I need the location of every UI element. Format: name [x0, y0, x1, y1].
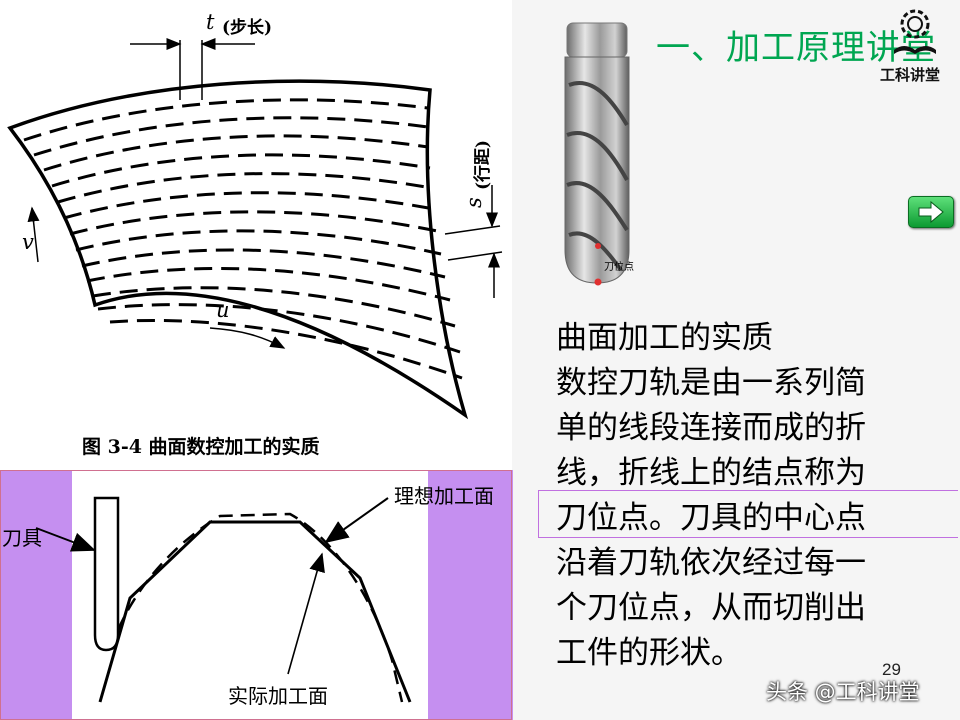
gear-book-icon: [894, 9, 936, 54]
label-t: t: [206, 10, 215, 34]
label-step: (步长): [222, 18, 273, 38]
description-line: 刀位点。刀具的中心点: [556, 500, 866, 536]
description-line: 线，折线上的结点称为: [556, 455, 866, 491]
description-line: 数控刀轨是由一系列简: [556, 365, 866, 401]
next-slide-button[interactable]: [908, 196, 954, 228]
tool-shape: [93, 496, 120, 652]
description-line: 个刀位点，从而切削出: [556, 590, 866, 626]
label-ideal-surface: 理想加工面: [394, 484, 494, 508]
label-u: u: [216, 298, 230, 322]
tool-tip-point: [594, 278, 602, 286]
description-line: 工件的形状。: [556, 635, 742, 671]
figure-caption: 图 3-4 曲面数控加工的实质: [82, 436, 320, 458]
tool-position-label: 刀位点: [604, 262, 634, 273]
description-text: 曲面加工的实质 数控刀轨是由一系列简 单的线段连接而成的折 线，折线上的结点称为…: [556, 316, 936, 676]
arrow-right-icon: [918, 200, 944, 224]
description-line: 单的线段连接而成的折: [556, 410, 866, 446]
label-tool: 刀具: [2, 526, 42, 550]
label-actual-surface: 实际加工面: [228, 684, 328, 708]
description-line: 曲面加工的实质: [556, 320, 773, 356]
ideal-surface-line: [116, 512, 404, 703]
surface-figure: [7, 38, 503, 420]
label-row: (行距): [473, 139, 493, 190]
description-line: 沿着刀轨依次经过每一: [556, 545, 866, 581]
actual-surface-line: [98, 520, 412, 703]
brand-label: 工科讲堂: [880, 66, 941, 84]
page-number: 29: [882, 660, 901, 679]
cutting-figure: [35, 496, 412, 703]
tool-path-rows: [23, 98, 463, 380]
label-s: s: [462, 197, 486, 208]
highlight-box: [538, 490, 958, 538]
watermark: 头条 @工科讲堂: [766, 680, 920, 704]
slide-title: 一、加工原理讲堂: [656, 28, 936, 68]
end-mill-illustration: [564, 22, 630, 286]
tool-position-point: [595, 243, 601, 249]
label-v: v: [22, 230, 34, 254]
